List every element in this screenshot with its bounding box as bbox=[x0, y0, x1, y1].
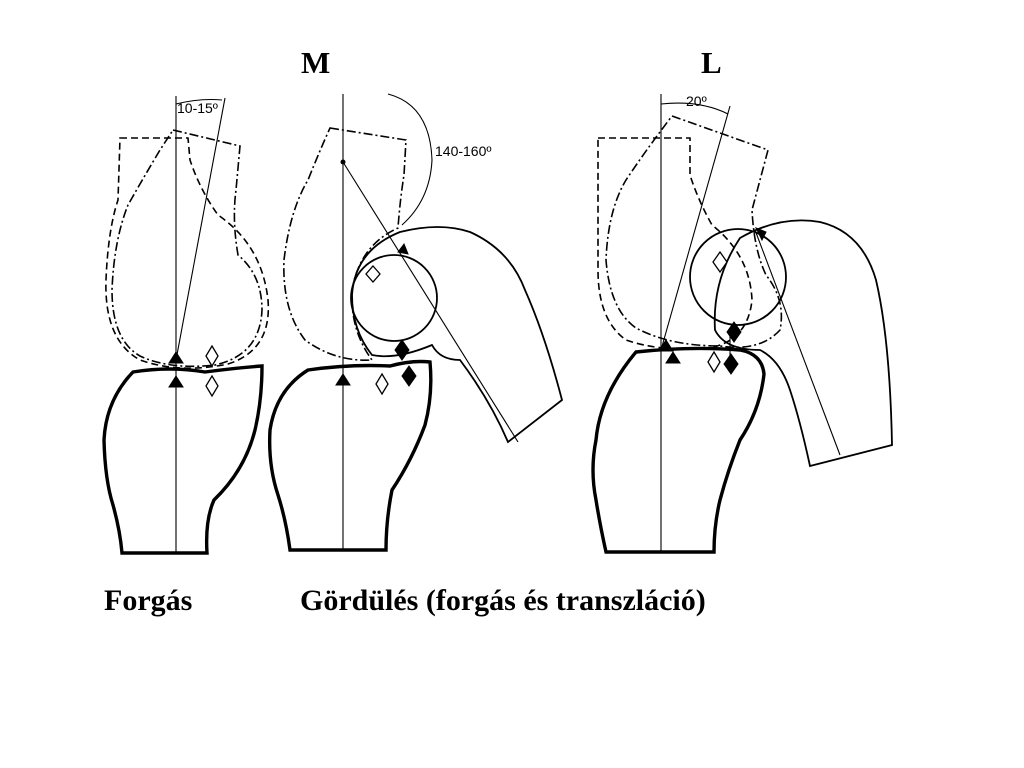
rotation-tilted-line bbox=[175, 97, 226, 361]
rotation-angle-label: 10-15º bbox=[177, 100, 218, 116]
medial-heading: M bbox=[301, 45, 331, 80]
medial-diagonal-line bbox=[342, 161, 519, 443]
lateral-heading: L bbox=[701, 45, 722, 80]
medial-open-diamond-femur bbox=[365, 265, 381, 283]
lateral-angle-arc bbox=[660, 102, 729, 115]
lateral-tilted-line bbox=[660, 105, 731, 351]
lateral-arrow-head bbox=[754, 227, 767, 242]
lateral-angle-label: 20º bbox=[686, 93, 707, 109]
medial-flexion-label: 140-160º bbox=[435, 143, 492, 159]
medial-solid-diamond-lower bbox=[401, 365, 417, 387]
rotation-caption: Forgás bbox=[104, 584, 193, 617]
rotation-panel: 10-15º bbox=[102, 96, 270, 555]
rotation-femur-dashed bbox=[105, 137, 270, 369]
lateral-diagonal-line bbox=[754, 229, 841, 456]
lateral-open-diamond-femur bbox=[712, 250, 728, 274]
lateral-contact-triangle-lower bbox=[665, 351, 681, 364]
lateral-rolling-panel: 20º bbox=[591, 93, 893, 554]
lateral-contact-triangle-upper bbox=[658, 339, 674, 352]
lateral-solid-diamond-lower bbox=[723, 353, 739, 375]
medial-flexion-arc bbox=[387, 93, 433, 226]
lateral-femur-rotated bbox=[713, 219, 893, 468]
rotation-contact-triangle-lower bbox=[168, 375, 184, 388]
lateral-condyle-circle bbox=[689, 228, 787, 326]
lateral-tibia bbox=[591, 346, 766, 554]
medial-rolling-panel: 140-160º bbox=[268, 93, 564, 552]
medial-condyle-circle bbox=[350, 254, 438, 342]
lateral-open-diamond-tibia bbox=[707, 350, 721, 374]
medial-pivot-point bbox=[340, 159, 346, 165]
rotation-tibia bbox=[102, 364, 264, 555]
medial-femur-rotated bbox=[351, 226, 564, 444]
medial-contact-triangle bbox=[335, 373, 351, 386]
medial-solid-diamond-upper bbox=[394, 339, 410, 361]
rolling-caption: Gördülés (forgás és transzláció) bbox=[300, 584, 706, 617]
medial-open-diamond-tibia bbox=[375, 372, 389, 396]
rotation-contact-triangle-upper bbox=[168, 351, 184, 364]
rotation-femur-dashdot bbox=[111, 129, 263, 368]
lateral-femur-dashdot bbox=[605, 115, 783, 349]
rotation-open-diamond-upper bbox=[205, 344, 219, 368]
medial-tibia bbox=[268, 359, 433, 552]
rotation-angle-arc bbox=[175, 98, 223, 105]
rotation-open-diamond-lower bbox=[205, 374, 219, 398]
medial-arrow-head bbox=[397, 242, 409, 255]
lateral-femur-dashed bbox=[597, 137, 753, 350]
